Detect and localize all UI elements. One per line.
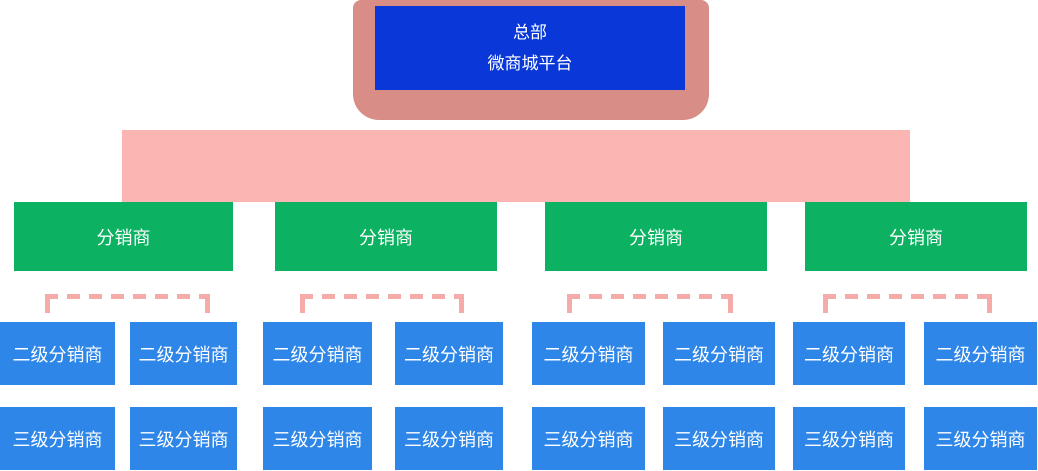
level3-node-4: 三级分销商 [395, 407, 503, 470]
hq-title: 总部 [513, 23, 547, 42]
level3-node-1: 三级分销商 [0, 407, 115, 470]
level3-node-3: 三级分销商 [263, 407, 372, 470]
level2-node-2: 二级分销商 [130, 322, 237, 385]
level3-node-8: 三级分销商 [924, 407, 1037, 470]
hq-node: 总部 微商城平台 [375, 6, 685, 90]
dashed-connector-1 [45, 294, 210, 313]
distributor-node-1: 分销商 [14, 202, 233, 271]
level2-node-7: 二级分销商 [793, 322, 905, 385]
hq-subtitle: 微商城平台 [487, 54, 573, 73]
dashed-connector-2 [300, 294, 464, 313]
distributor-node-2: 分销商 [275, 202, 497, 271]
distributor-node-3: 分销商 [545, 202, 767, 271]
distributor-node-4: 分销商 [805, 202, 1027, 271]
level3-node-5: 三级分销商 [532, 407, 645, 470]
dashed-connector-3 [567, 294, 733, 313]
level3-node-2: 三级分销商 [130, 407, 237, 470]
level2-node-1: 二级分销商 [0, 322, 115, 385]
hq-connector-bar [122, 130, 910, 202]
dashed-connector-4 [823, 294, 992, 313]
level3-node-7: 三级分销商 [793, 407, 905, 470]
level2-node-4: 二级分销商 [395, 322, 503, 385]
level3-node-6: 三级分销商 [663, 407, 775, 470]
level2-node-5: 二级分销商 [532, 322, 645, 385]
level2-node-8: 二级分销商 [924, 322, 1037, 385]
level2-node-3: 二级分销商 [263, 322, 372, 385]
level2-node-6: 二级分销商 [663, 322, 775, 385]
